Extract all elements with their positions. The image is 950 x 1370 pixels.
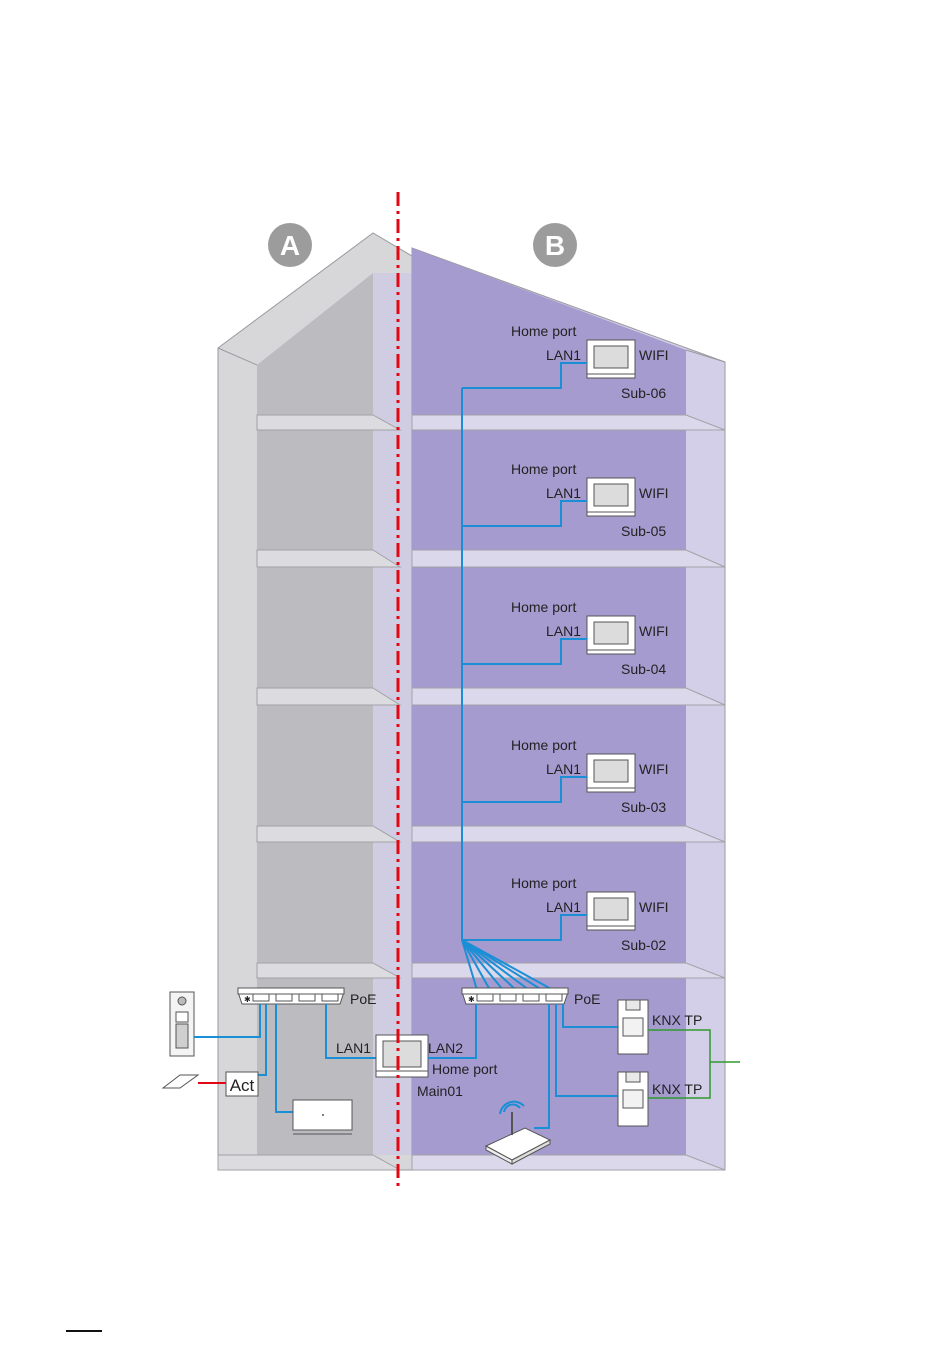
- footer-rule: [66, 1330, 102, 1332]
- home-port-label: Home port: [511, 599, 576, 615]
- lan1-label: LAN1: [546, 761, 581, 777]
- zone-a-badge: A: [268, 223, 312, 267]
- switch-a-port-glyph: ✱: [244, 995, 251, 1004]
- knx-bottom-label: KNX TP: [652, 1081, 702, 1097]
- main-indoor-monitor: [376, 1035, 428, 1077]
- main-home-port-label: Home port: [432, 1061, 497, 1077]
- zone-b-badge: B: [533, 223, 577, 267]
- monitor-screen: [594, 484, 628, 506]
- actuator-label: Act: [230, 1076, 255, 1095]
- switch-b-label: PoE: [574, 991, 600, 1007]
- main-name-label: Main01: [417, 1083, 463, 1099]
- poe-switch-b: ✱: [462, 988, 568, 1004]
- lan1-label: LAN1: [546, 347, 581, 363]
- home-port-label: Home port: [511, 323, 576, 339]
- actuator-box: Act: [226, 1072, 258, 1096]
- zone-b-label: B: [545, 230, 565, 261]
- wifi-label: WIFI: [639, 761, 669, 777]
- home-port-label: Home port: [511, 461, 576, 477]
- wifi-label: WIFI: [639, 623, 669, 639]
- unit-name-label: Sub-06: [621, 385, 666, 401]
- unit-name-label: Sub-02: [621, 937, 666, 953]
- monitor-screen: [594, 898, 628, 920]
- home-port-label: Home port: [511, 737, 576, 753]
- switch-b-port-glyph: ✱: [468, 995, 475, 1004]
- monitor-screen: [594, 346, 628, 368]
- wifi-label: WIFI: [639, 899, 669, 915]
- main-lan1-label: LAN1: [336, 1040, 371, 1056]
- knx-device-top: [618, 1000, 648, 1054]
- lan1-label: LAN1: [546, 899, 581, 915]
- building-a: [218, 233, 412, 1170]
- unit-name-label: Sub-04: [621, 661, 666, 677]
- outdoor-station: [170, 992, 194, 1056]
- building-b: [412, 248, 725, 1170]
- main-lan2-label: LAN2: [428, 1040, 463, 1056]
- wifi-label: WIFI: [639, 485, 669, 501]
- switch-a-label: PoE: [350, 991, 376, 1007]
- monitor-screen: [594, 622, 628, 644]
- zone-a-label: A: [280, 230, 300, 261]
- unit-name-label: Sub-03: [621, 799, 666, 815]
- lan1-label: LAN1: [546, 485, 581, 501]
- gateway-device: [293, 1100, 352, 1134]
- wifi-label: WIFI: [639, 347, 669, 363]
- knx-device-bottom: [618, 1072, 648, 1126]
- poe-switch-a: ✱: [238, 988, 344, 1004]
- home-port-label: Home port: [511, 875, 576, 891]
- lan1-label: LAN1: [546, 623, 581, 639]
- unit-name-label: Sub-05: [621, 523, 666, 539]
- monitor-screen: [594, 760, 628, 782]
- knx-top-label: KNX TP: [652, 1012, 702, 1028]
